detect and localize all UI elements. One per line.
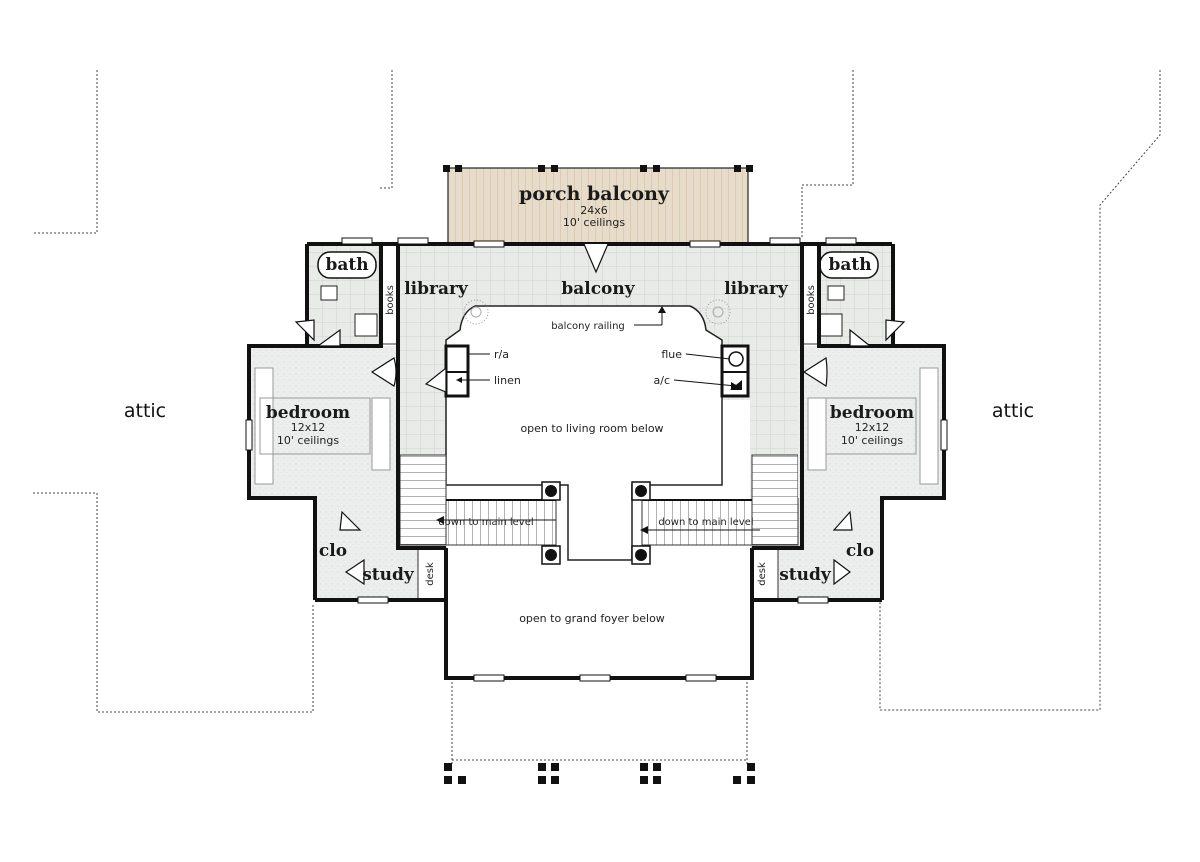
clo-right-label: clo xyxy=(846,541,874,561)
library-right-label: library xyxy=(724,279,789,299)
porch-balcony-size: 24x6 xyxy=(580,204,608,217)
open-living-label: open to living room below xyxy=(520,422,663,435)
desk-left-label: desk xyxy=(425,562,436,586)
bedroom-left-label: bedroom xyxy=(266,403,350,423)
ra-label: r/a xyxy=(494,348,509,361)
columns xyxy=(541,481,651,565)
linen-label: linen xyxy=(494,374,521,387)
bedroom-right-size: 12x12 xyxy=(855,421,890,434)
roof-outline-left xyxy=(33,70,393,713)
study-left-label: study xyxy=(362,565,415,585)
front-porch-outline xyxy=(444,678,755,784)
porch-balcony-label: porch balcony xyxy=(519,183,670,205)
stairs-right xyxy=(640,454,799,546)
attic-left-label: attic xyxy=(124,400,166,422)
left-wing xyxy=(249,243,447,601)
flue-label: flue xyxy=(661,348,682,361)
open-foyer-label: open to grand foyer below xyxy=(519,612,665,625)
windows xyxy=(245,237,948,682)
library-left-label: library xyxy=(404,279,469,299)
books-right-label: books xyxy=(806,285,817,315)
callout-leaders xyxy=(456,306,738,390)
porch-balcony-ceiling: 10' ceilings xyxy=(563,216,625,229)
books-left-label: books xyxy=(385,285,396,315)
bath-right-label: bath xyxy=(828,255,871,275)
bedroom-left-ceiling: 10' ceilings xyxy=(277,434,339,447)
balcony-label: balcony xyxy=(561,279,635,299)
clo-left-label: clo xyxy=(319,541,347,561)
bedroom-right-ceiling: 10' ceilings xyxy=(841,434,903,447)
stair-right-label: down to main level xyxy=(658,517,753,528)
desk-right-label: desk xyxy=(757,562,768,586)
stair-left-label: down to main level xyxy=(438,517,533,528)
roof-outline-right xyxy=(801,70,1161,711)
plant-left-icon xyxy=(463,299,489,325)
attic-right-label: attic xyxy=(992,400,1034,422)
doors xyxy=(294,243,906,586)
bedroom-right-label: bedroom xyxy=(830,403,914,423)
study-right-label: study xyxy=(779,565,832,585)
balcony-railing-label: balcony railing xyxy=(551,321,625,332)
bedroom-left-size: 12x12 xyxy=(291,421,326,434)
bath-left-label: bath xyxy=(325,255,368,275)
porch-balcony-area xyxy=(443,165,753,245)
ac-label: a/c xyxy=(654,374,671,387)
plant-right-icon xyxy=(705,299,731,325)
